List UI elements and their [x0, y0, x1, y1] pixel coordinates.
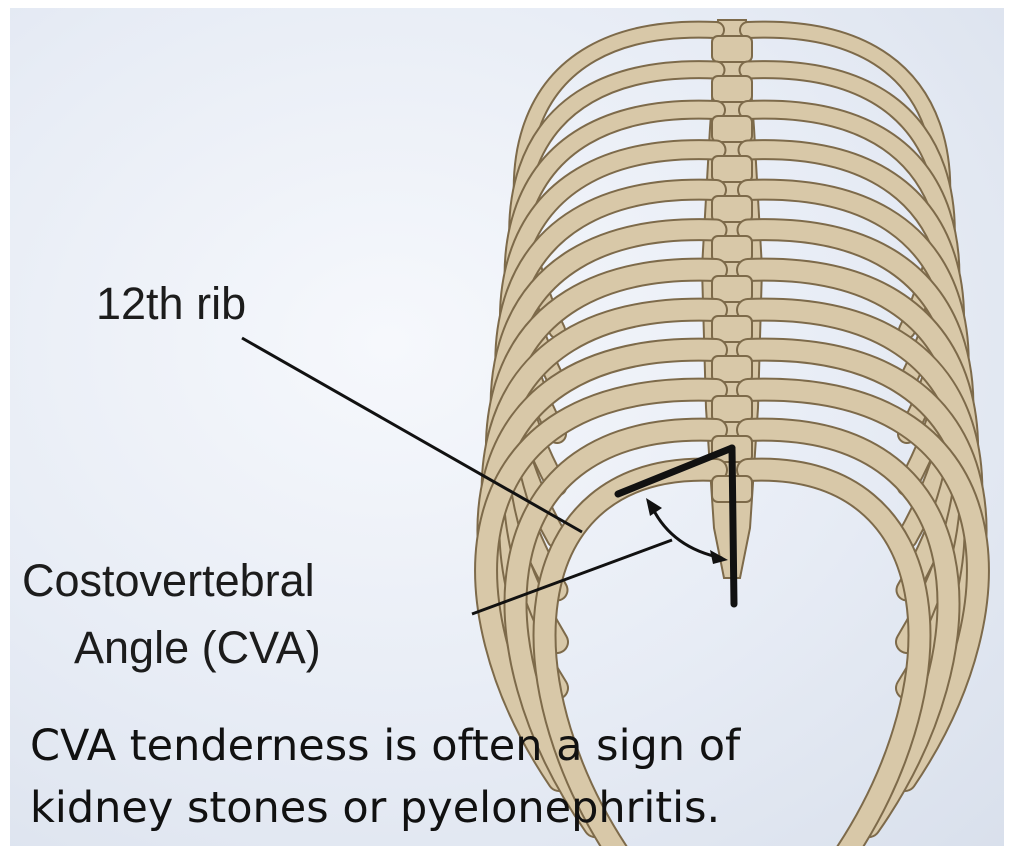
vertebra	[712, 396, 752, 422]
vertebra	[712, 316, 752, 342]
vertebra	[712, 196, 752, 222]
vertebra	[712, 156, 752, 182]
spine-angle-line	[732, 448, 734, 604]
angle-arc-arrow	[652, 507, 722, 558]
vertebra	[712, 116, 752, 142]
caption-line-1: CVA tenderness is often a sign of	[30, 721, 1000, 771]
cva-label-line-1: Costovertebral	[22, 555, 315, 607]
arrowhead-upper	[646, 498, 662, 516]
cva-label-line-2: Angle (CVA)	[74, 622, 321, 674]
vertebra	[712, 276, 752, 302]
vertebra	[712, 356, 752, 382]
vertebra	[712, 76, 752, 102]
twelfth-rib-label: 12th rib	[96, 278, 246, 330]
caption-line-2: kidney stones or pyelonephritis.	[30, 783, 1000, 833]
figure-frame: 12th rib Costovertebral Angle (CVA) CVA …	[10, 8, 1004, 846]
vertebra	[712, 236, 752, 262]
vertebra	[712, 36, 752, 62]
